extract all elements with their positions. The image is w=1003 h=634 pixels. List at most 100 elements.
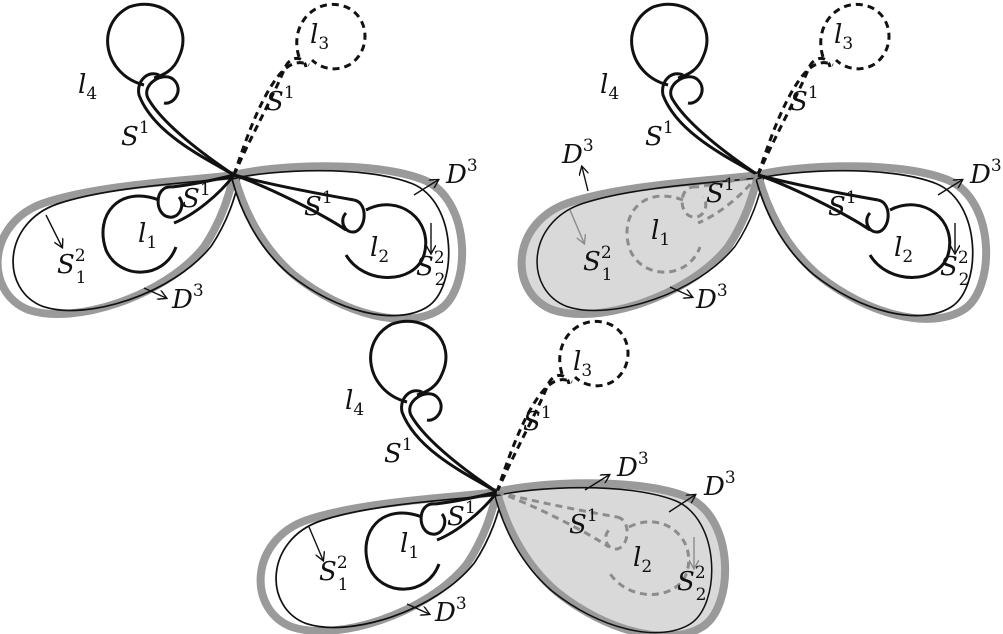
- label-disk-bottom: D3: [171, 281, 204, 315]
- strand-s1-inner-left: [695, 173, 759, 189]
- label-l3: l3: [834, 20, 853, 54]
- label-s1-inner-left: S1: [447, 498, 476, 532]
- arrow-disk-bottom: [406, 603, 429, 614]
- strand-s1-inner-left-2: [173, 174, 236, 225]
- label-l1: l1: [400, 529, 419, 563]
- arrow-disk-right: [668, 495, 695, 513]
- label-l3: l3: [310, 20, 329, 54]
- disk-left-boundary: [256, 487, 503, 634]
- strand-s1-inner-right: [757, 173, 879, 202]
- label-s1-left: S1: [121, 118, 150, 152]
- sphere-left-outline: [275, 492, 505, 629]
- loop-l2: [607, 520, 691, 596]
- strand-s1-inner-right-2: [233, 173, 347, 232]
- label-disk-left-top: D3: [561, 136, 594, 170]
- strand-s1-inner-right-2: [496, 490, 610, 549]
- strand-s1-inner-left: [434, 490, 498, 506]
- arrow-disk-bottom: [669, 286, 692, 297]
- loop-l3: [558, 319, 630, 388]
- disk-right-boundary: [229, 162, 467, 323]
- loop-l1: [101, 194, 178, 274]
- clasp-l2: [865, 198, 890, 234]
- clasp-l2: [604, 515, 629, 551]
- label-l2: l2: [633, 543, 652, 577]
- clasp-l1: [680, 185, 708, 219]
- loop-l4: [106, 2, 185, 87]
- label-s1-inner-right: S1: [569, 506, 598, 540]
- label-s1-dashed: S1: [790, 83, 819, 117]
- sphere-right-outline: [230, 169, 450, 317]
- label-s1-dashed: S1: [266, 83, 295, 117]
- loop-l4: [630, 2, 709, 87]
- label-s1-inner-right: S1: [304, 188, 333, 222]
- strand-s1-inner-left-2: [436, 491, 499, 542]
- sphere-left-outline: [12, 175, 242, 312]
- arrow-sphere-left: [569, 209, 584, 243]
- label-l3: l3: [573, 347, 592, 381]
- loop-l2: [868, 203, 952, 279]
- strand-s1-dashed-2: [756, 61, 834, 176]
- strand-s1-left-2: [661, 72, 759, 177]
- strand-s1-inner-right: [496, 490, 618, 519]
- disk-right-shaded: [492, 479, 730, 634]
- label-l1: l1: [651, 216, 670, 250]
- strand-s1-inner-right: [233, 173, 355, 202]
- strand-s1-left-2: [400, 389, 498, 494]
- label-l2: l2: [370, 233, 389, 267]
- strand-s1-left: [145, 75, 235, 177]
- label-s1-inner-left: S1: [182, 180, 211, 214]
- label-l4: l4: [600, 70, 619, 104]
- label-disk-bottom: D3: [434, 594, 467, 628]
- strand-s1-dashed: [756, 56, 832, 176]
- strand-s1-dashed-2: [495, 378, 573, 493]
- arrow-disk-right-top: [584, 475, 609, 491]
- sphere-right-outline: [494, 486, 713, 634]
- strand-s1-dashed: [232, 56, 308, 176]
- strand-s1-dashed: [495, 373, 571, 493]
- label-disk-right: D3: [969, 156, 1002, 190]
- label-l2: l2: [894, 233, 913, 267]
- loop-l1: [364, 511, 441, 591]
- arrow-disk-left-top: [582, 167, 588, 192]
- disk-right-boundary: [753, 162, 991, 323]
- arrow-sphere-left: [45, 214, 62, 247]
- sphere-left-outline: [536, 176, 766, 312]
- label-s1-left: S1: [384, 435, 413, 469]
- strand-s1-dashed-2: [232, 61, 310, 176]
- loop-l3: [295, 2, 367, 71]
- arrow-disk-right: [937, 180, 962, 196]
- strand-s1-inner-left-2: [697, 174, 760, 225]
- clasp-l1: [419, 502, 447, 536]
- label-s1-dashed: S1: [523, 403, 552, 437]
- label-disk-right: D3: [703, 468, 736, 502]
- arrow-disk-bottom: [143, 287, 166, 298]
- label-s1-left: S1: [645, 118, 674, 152]
- strand-s1-left: [408, 392, 498, 494]
- label-l4: l4: [345, 386, 364, 420]
- clasp-l1: [156, 185, 184, 219]
- arrow-disk-right: [413, 180, 438, 196]
- clasp-l2: [341, 198, 366, 234]
- label-disk-bottom: D3: [695, 281, 728, 315]
- label-disk-right-top: D3: [616, 449, 649, 483]
- sphere-right-outline: [754, 169, 974, 317]
- loop-l2: [344, 203, 428, 279]
- strand-s1-left: [669, 75, 759, 177]
- loop-l3: [819, 2, 891, 71]
- label-l4: l4: [78, 70, 97, 104]
- arrow-sphere-left: [308, 526, 323, 560]
- disk-left-shaded: [517, 170, 764, 319]
- loop-l4: [369, 319, 448, 404]
- label-s1-inner-left: S1: [706, 175, 735, 209]
- loop-l1: [625, 194, 702, 274]
- strand-s1-inner-left: [171, 173, 235, 189]
